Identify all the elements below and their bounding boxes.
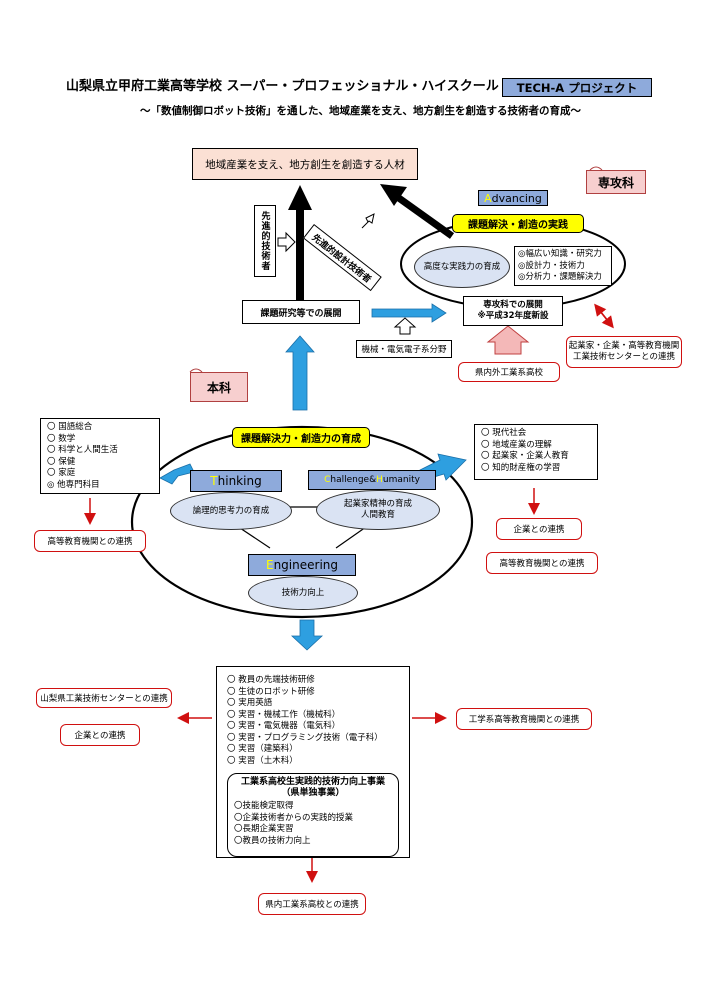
pink-arrow-up bbox=[486, 325, 530, 355]
subject-item: 〇 国語総合 bbox=[47, 422, 93, 432]
senkoka-skill-list: ◎幅広い知識・研究力 ◎設計力・技術力 ◎分析力・課題解決力 bbox=[514, 246, 612, 286]
activity-item: 〇 実習（土木科） bbox=[227, 755, 298, 766]
thinking-rest: hinking bbox=[217, 474, 262, 488]
senkoka-development-line: 専攻科での展開 bbox=[483, 300, 543, 310]
thinking-initial: T bbox=[210, 474, 218, 488]
project-item: 〇教員の技術力向上 bbox=[234, 835, 311, 846]
partner-line: 起業家・企業・高等教育機関 bbox=[568, 341, 680, 351]
activity-item: 〇 実習・電気機器（電気科） bbox=[227, 721, 341, 731]
subject-item: 〇 保健 bbox=[47, 456, 76, 467]
engineering-initial: E bbox=[265, 558, 274, 572]
company-partner-box: 企業との連携 bbox=[496, 518, 582, 540]
advancing-rest: dvancing bbox=[491, 191, 542, 205]
subject-item: 〇 数学 bbox=[47, 433, 76, 444]
page-subtitle: ～「数値制御ロボット技術」を通した、地域産業を支え、地方創生を創造する技術者の育… bbox=[140, 105, 581, 117]
subject-item: 〇 科学と人間生活 bbox=[47, 445, 118, 455]
higher-edu-partner-box: 高等教育機関との連携 bbox=[486, 552, 598, 574]
activity-item: 〇 実習（建築科） bbox=[227, 744, 298, 754]
advanced-technician-box: 先進的技術者 bbox=[254, 205, 276, 277]
project-badge: TECH-A プロジェクト bbox=[502, 78, 652, 97]
humanity-text: umanity bbox=[382, 475, 420, 485]
activity-item: 〇 実習・プログラミング技術（電子科） bbox=[227, 732, 383, 743]
skill-item: ◎幅広い知識・研究力 bbox=[518, 249, 602, 259]
hollow-arrow-diagonal bbox=[361, 213, 375, 229]
activity-item: 〇 生徒のロボット研修 bbox=[227, 686, 315, 697]
senkoka-development-box: 専攻科での展開 ※平成32年度新設 bbox=[463, 296, 563, 326]
humanity-initial: H bbox=[376, 475, 383, 485]
challenge-text: hallenge bbox=[330, 475, 370, 485]
skill-item: ◎設計力・技術力 bbox=[518, 260, 585, 271]
senkoka-partner-box: 起業家・企業・高等教育機関 工業技術センターとの連携 bbox=[566, 336, 682, 368]
project-title: 工業系高校生実践的技術力向上事業 bbox=[240, 777, 385, 787]
bottom-company-partner-box: 企業との連携 bbox=[60, 724, 140, 746]
local-school-partner-box: 県内工業系高校との連携 bbox=[258, 893, 366, 915]
challenge-amp: & bbox=[369, 475, 377, 485]
project-item-list: 〇技能検定取得 〇企業技術者からの実践的授業 〇長期企業実習 〇教員の技術力向上 bbox=[234, 801, 392, 847]
activity-item: 〇 実用英語 bbox=[227, 698, 273, 708]
engineering-edu-partner-box: 工学系高等教育機関との連携 bbox=[456, 708, 592, 730]
tech-center-partner-box: 山梨県工業技術センターとの連携 bbox=[36, 688, 172, 708]
problem-solving-title-box: 課題解決力・創造力の育成 bbox=[232, 427, 370, 448]
black-arrow-up-shaft bbox=[296, 207, 304, 302]
entrepreneur-line: 人間教育 bbox=[360, 510, 395, 520]
project-item: 〇長期企業実習 bbox=[234, 824, 294, 834]
field-box: 機械・電気電子系分野 bbox=[356, 340, 452, 358]
left-subject-list: 〇 国語総合 〇 数学 〇 科学と人間生活 〇 保健 〇 家庭 ◎ 他専門科目 bbox=[40, 418, 160, 494]
tech-improvement-bubble: 技術力向上 bbox=[248, 576, 358, 610]
subject-item: 〇 家庭 bbox=[47, 468, 76, 478]
senkoka-development-note: ※平成32年度新設 bbox=[477, 311, 549, 321]
project-item: 〇技能検定取得 bbox=[234, 801, 294, 811]
left-partner-box: 高等教育機関との連携 bbox=[34, 530, 146, 552]
practice-title-box: 課題解決・創造の実践 bbox=[452, 214, 584, 233]
senkoka-scroll: 専攻科 bbox=[586, 170, 646, 194]
advanced-ability-bubble: 高度な実践力の育成 bbox=[414, 246, 510, 288]
subject-item: 〇 現代社会 bbox=[481, 428, 527, 438]
subject-item: 〇 地域産業の理解 bbox=[481, 439, 552, 450]
project-item: 〇企業技術者からの実践的授業 bbox=[234, 812, 354, 823]
logical-thinking-bubble: 論理的思考力の育成 bbox=[170, 492, 292, 530]
research-expansion-box: 課題研究等での展開 bbox=[242, 300, 360, 324]
bottom-activity-box: 〇 教員の先端技術研修 〇 生徒のロボット研修 〇 実用英語 〇 実習・機械工作… bbox=[216, 666, 410, 858]
blue-arrow-down bbox=[290, 619, 324, 651]
black-arrow-up-head bbox=[288, 185, 312, 210]
hollow-arrow-left bbox=[277, 231, 296, 253]
right-subject-list: 〇 現代社会 〇 地域産業の理解 〇 起業家・企業人教育 〇 知的財産権の学習 bbox=[474, 424, 598, 480]
subject-item: 〇 知的財産権の学習 bbox=[481, 462, 561, 473]
engineering-rest: ngineering bbox=[273, 558, 338, 572]
page-title: 山梨県立甲府工業高等学校 スーパー・プロフェッショナル・ハイスクール bbox=[66, 79, 499, 94]
subject-item: 〇 起業家・企業人教育 bbox=[481, 451, 569, 461]
project-subtitle: （県単独事業） bbox=[281, 788, 345, 798]
top-goal-box: 地域産業を支え、地方創生を創造する人材 bbox=[192, 148, 418, 180]
challenge-initial: C bbox=[324, 475, 331, 485]
black-arrow-diagonal bbox=[393, 193, 455, 239]
advancing-initial: A bbox=[484, 191, 492, 205]
activity-list: 〇 教員の先端技術研修 〇 生徒のロボット研修 〇 実用英語 〇 実習・機械工作… bbox=[227, 675, 399, 767]
in-out-schools-box: 県内外工業系高校 bbox=[458, 362, 560, 382]
partner-line: 工業技術センターとの連携 bbox=[573, 352, 675, 362]
hollow-arrow-up bbox=[393, 317, 417, 335]
subject-item: ◎ 他専門科目 bbox=[47, 479, 100, 490]
blue-arrow-up bbox=[285, 335, 315, 411]
activity-item: 〇 実習・機械工作（機械科） bbox=[227, 709, 341, 720]
blue-arrow-right bbox=[371, 303, 447, 323]
honka-scroll: 本科 bbox=[190, 372, 248, 402]
prefecture-project-box: 工業系高校生実践的技術力向上事業 （県単独事業） 〇技能検定取得 〇企業技術者か… bbox=[227, 773, 399, 857]
entrepreneur-line: 起業家精神の育成 bbox=[343, 499, 412, 509]
entrepreneurship-bubble: 起業家精神の育成 人間教育 bbox=[316, 490, 440, 530]
activity-item: 〇 教員の先端技術研修 bbox=[227, 675, 315, 685]
skill-item: ◎分析力・課題解決力 bbox=[518, 272, 602, 282]
